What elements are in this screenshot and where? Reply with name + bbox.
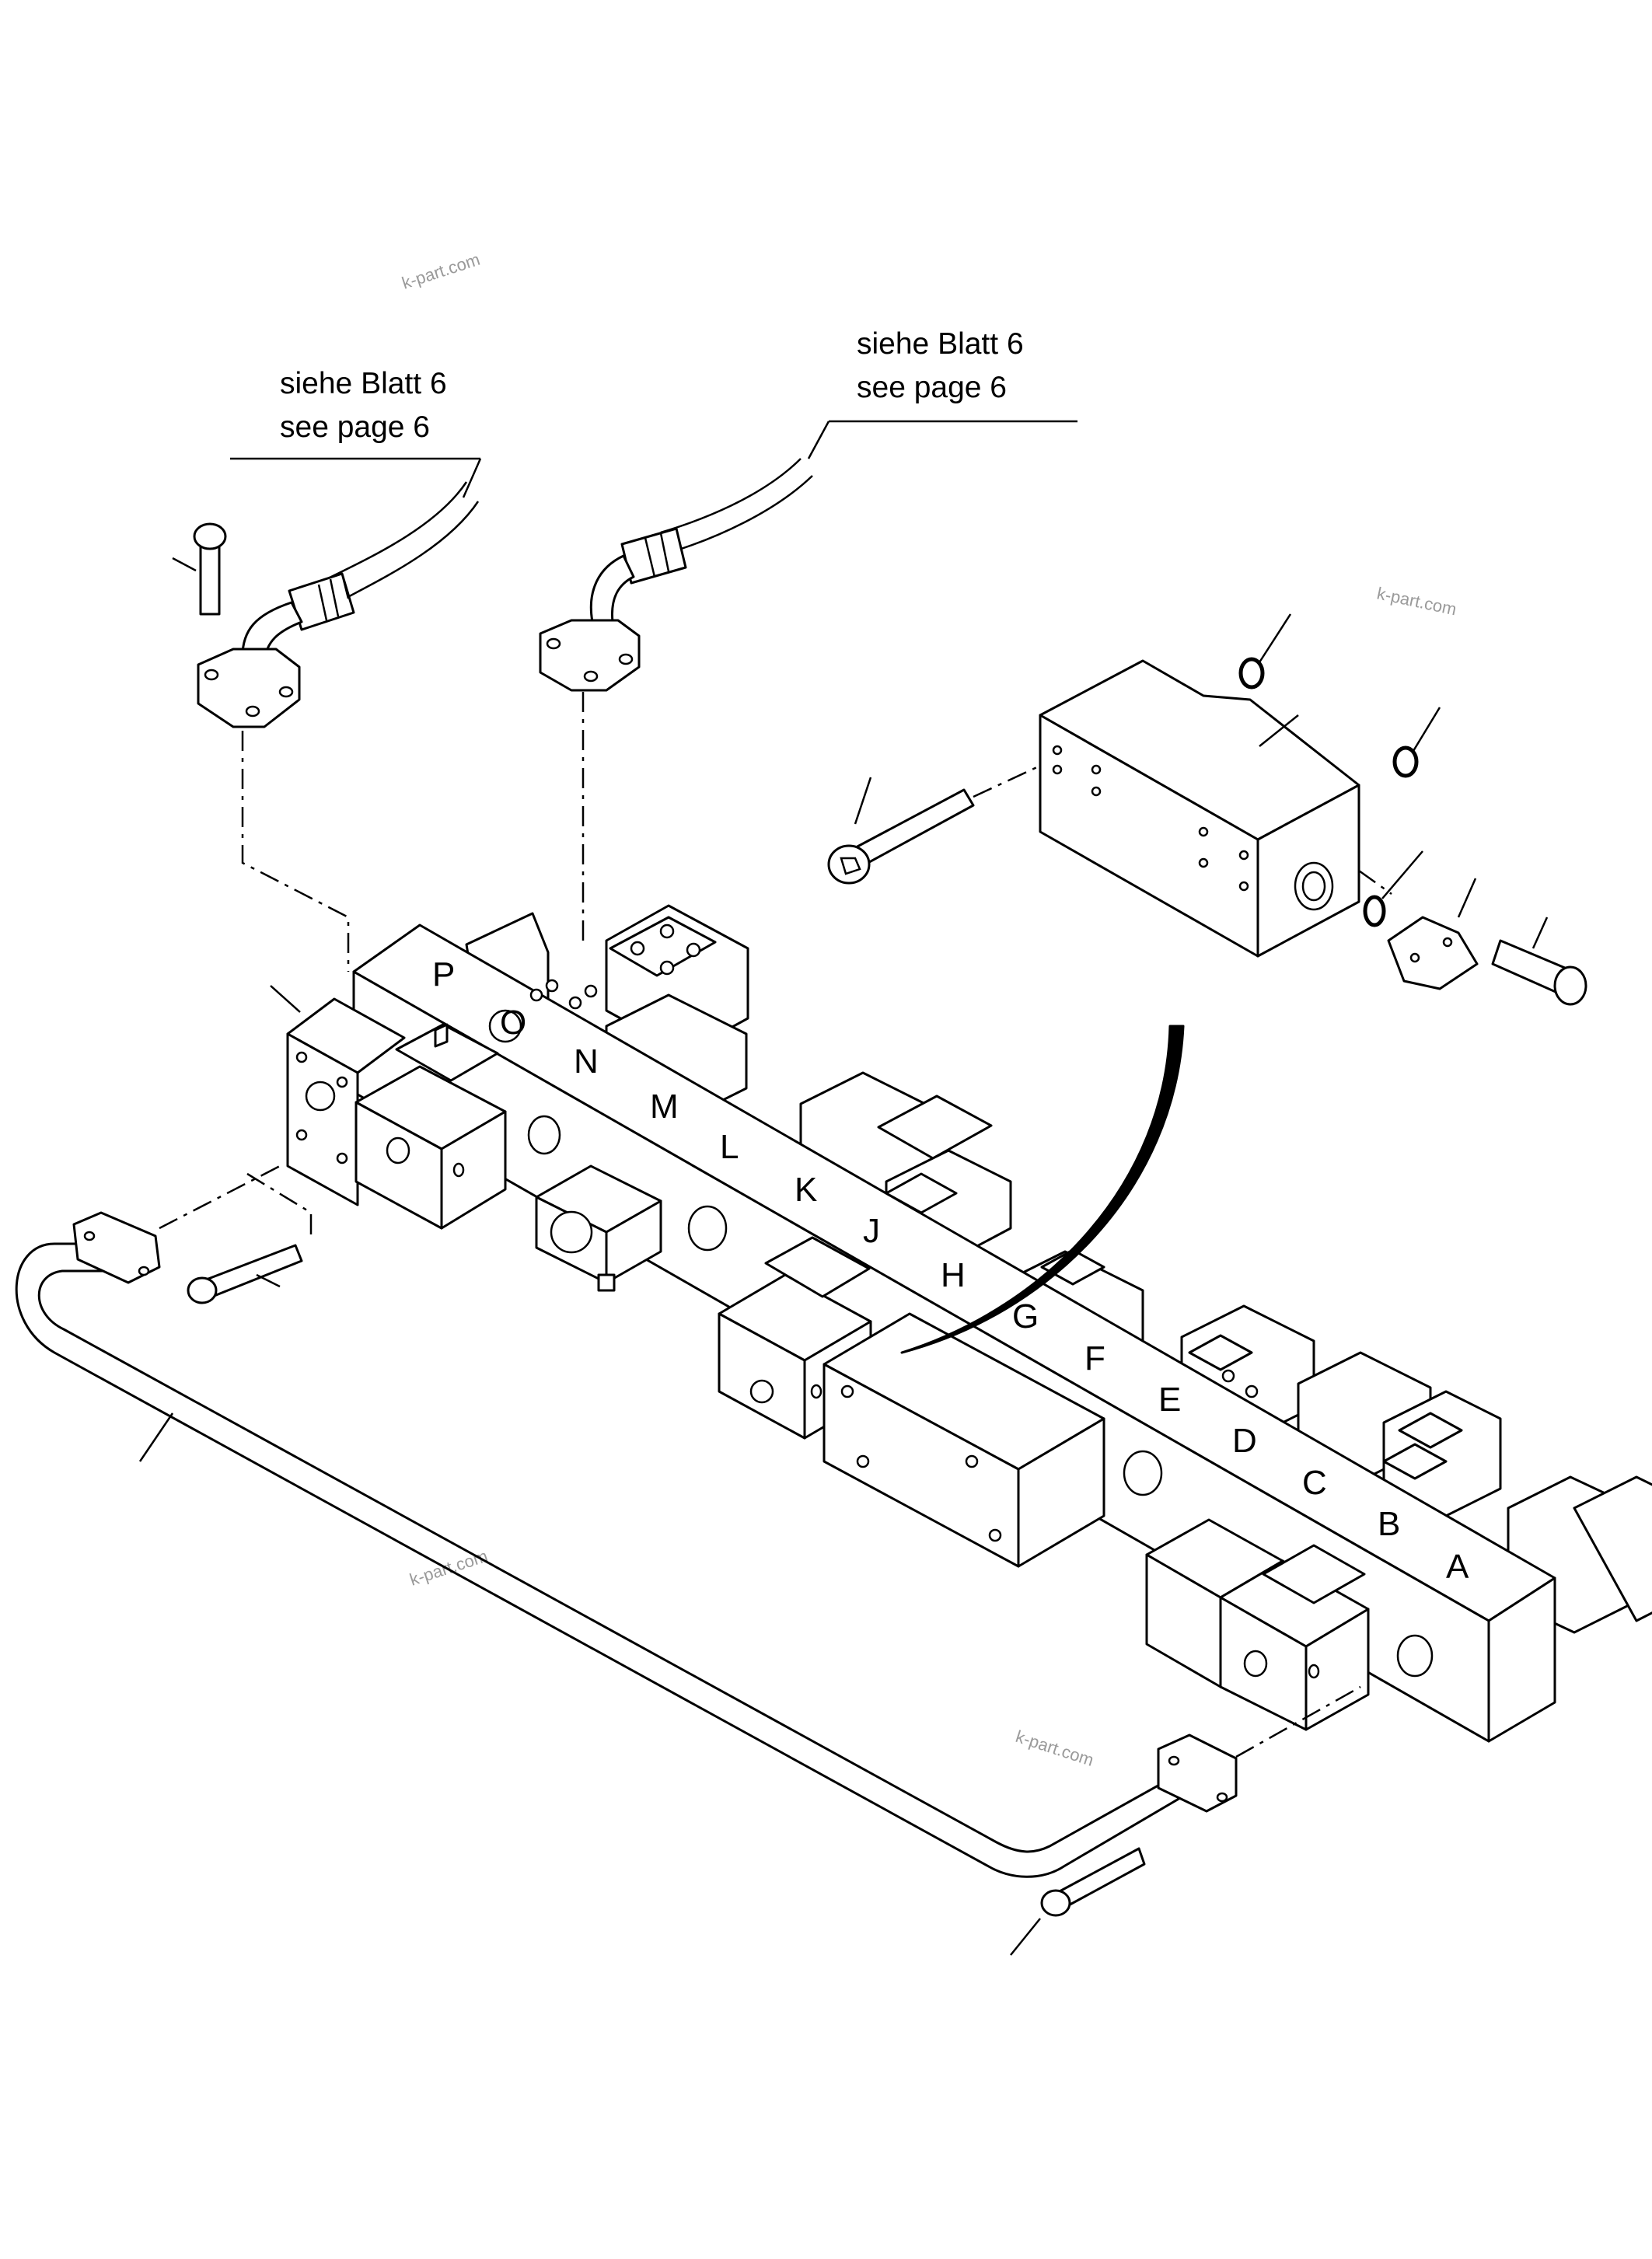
section-label-O: O <box>500 1004 526 1042</box>
section-label-K: K <box>795 1171 817 1209</box>
section-label-M: M <box>650 1088 679 1126</box>
note-right: siehe Blatt 6 see page 6 <box>807 327 1077 459</box>
section-label-B: B <box>1378 1505 1400 1543</box>
section-label-J: J <box>863 1212 880 1250</box>
note-right-line1: siehe Blatt 6 <box>857 327 1024 361</box>
exploded-valve-block <box>827 613 1587 1006</box>
note-right-line2: see page 6 <box>857 371 1007 404</box>
manifold-block <box>270 904 1652 1743</box>
section-label-C: C <box>1302 1464 1327 1502</box>
watermark: k-part.com <box>1375 583 1458 619</box>
section-label-D: D <box>1232 1422 1257 1460</box>
section-label-P: P <box>432 955 455 993</box>
return-pipe <box>15 1164 1361 1956</box>
section-label-E: E <box>1158 1381 1181 1419</box>
callout-arrow <box>900 1025 1185 1354</box>
section-label-F: F <box>1084 1339 1105 1377</box>
note-left-line1: siehe Blatt 6 <box>280 367 447 400</box>
section-label-G: G <box>1012 1297 1039 1335</box>
section-label-L: L <box>720 1128 739 1166</box>
section-label-A: A <box>1446 1548 1469 1586</box>
watermark: k-part.com <box>400 250 483 293</box>
section-label-H: H <box>941 1256 966 1294</box>
note-left: siehe Blatt 6 see page 6 <box>230 367 482 498</box>
watermark: k-part.com <box>1013 1727 1096 1770</box>
section-label-N: N <box>574 1042 599 1081</box>
right-hose-assembly <box>539 458 813 941</box>
left-hose-assembly <box>172 481 480 972</box>
note-left-line2: see page 6 <box>280 410 430 444</box>
